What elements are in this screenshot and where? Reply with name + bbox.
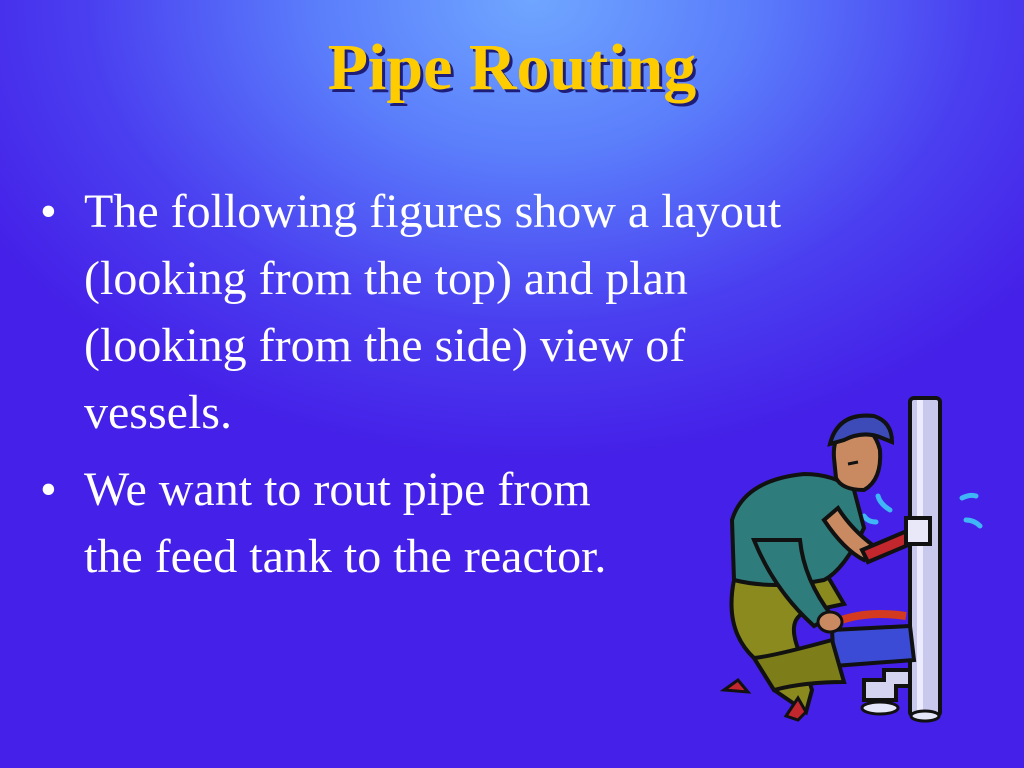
bullet-line: We want to rout pipe from: [84, 463, 591, 516]
pipe-icon: [860, 396, 942, 723]
plumber-head: [827, 413, 895, 493]
plumber-clipart-icon: [719, 396, 983, 723]
bullet-marker: •: [40, 185, 57, 238]
bullet-line: (looking from the top) and plan: [84, 252, 688, 305]
bullet-line: the feed tank to the reactor.: [84, 530, 607, 583]
slide-title: Pipe Routing: [327, 31, 697, 104]
water-splash-icon: [861, 492, 983, 529]
toolbox-icon: [829, 610, 917, 669]
plumber-body: [729, 471, 877, 634]
wrench-icon: [859, 516, 932, 565]
bullet-list: • The following figures show a layout (l…: [40, 178, 940, 600]
bullet-item-route-pipe: • We want to rout pipe from the feed tan…: [40, 456, 940, 590]
bullet-line: The following figures show a layout: [84, 185, 782, 238]
bullet-item-layout-views: • The following figures show a layout (l…: [40, 178, 940, 446]
bullet-line: (looking from the side) view of: [84, 319, 686, 372]
bullet-marker: •: [40, 463, 57, 516]
bullet-line: vessels.: [84, 386, 232, 439]
